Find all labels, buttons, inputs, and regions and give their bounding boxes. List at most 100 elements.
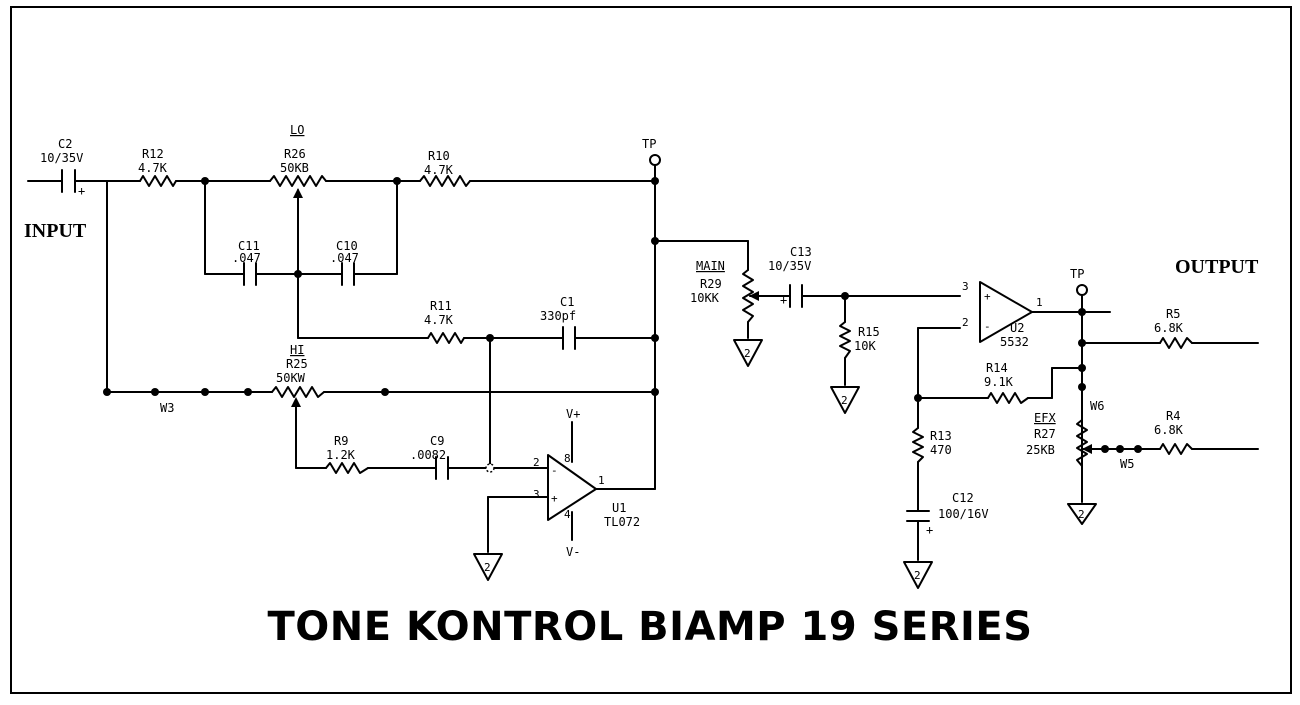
r5-value: 6.8K — [1154, 321, 1184, 335]
u1-value: TL072 — [604, 515, 640, 529]
r26-body — [269, 175, 327, 187]
c1-ref: C1 — [560, 295, 574, 309]
c2-plus: + — [78, 184, 85, 198]
u1-pin-8: 8 — [564, 452, 571, 465]
r11-body — [427, 332, 465, 344]
c12-ref: C12 — [952, 491, 974, 505]
ground-u1 — [473, 553, 503, 581]
tp1-label: TP — [642, 137, 656, 151]
r25-body — [271, 386, 325, 398]
r25-ref: R25 — [286, 357, 308, 371]
c2-value: 10/35V — [40, 151, 83, 165]
capacitors — [61, 169, 930, 522]
ground-r27-mark: 2 — [1078, 508, 1085, 521]
r13-ref: R13 — [930, 429, 952, 443]
r27-body — [1076, 419, 1088, 467]
test-points — [649, 154, 1088, 296]
c1-value: 330pf — [540, 309, 576, 323]
r29-value: 10KK — [690, 291, 720, 305]
u1-pin-out: 1 — [598, 474, 605, 487]
u2-pin-minus: 2 — [962, 316, 969, 329]
r25-wiper — [291, 397, 301, 407]
u1-body — [547, 454, 597, 521]
r10-ref: R10 — [428, 149, 450, 163]
c13-plus: + — [780, 293, 787, 307]
u1-pin-plus: 3 — [533, 488, 540, 501]
opamps — [547, 281, 1033, 521]
wires — [27, 162, 1259, 561]
r9-body — [325, 462, 369, 474]
c9-ref: C9 — [430, 434, 444, 448]
r5-body — [1159, 337, 1193, 349]
ground-c12 — [903, 561, 933, 589]
c2-ref: C2 — [58, 137, 72, 151]
ground-r29-mark: 2 — [744, 347, 751, 360]
r26-value: 50KB — [280, 161, 309, 175]
u2-value: 5532 — [1000, 335, 1029, 349]
efx-label: EFX — [1034, 411, 1056, 425]
tp2-circle — [1076, 284, 1088, 296]
u1-pin-4: 4 — [564, 508, 571, 521]
r10-value: 4.7K — [424, 163, 454, 177]
u1-ref: U1 — [612, 501, 626, 515]
r26-wiper — [293, 188, 303, 198]
r27-wiper — [1082, 444, 1092, 454]
vminus-label: V- — [566, 545, 580, 559]
lo-label: LO — [290, 123, 304, 137]
r12-ref: R12 — [142, 147, 164, 161]
tp1-circle — [649, 154, 661, 166]
c12-value: 100/16V — [938, 507, 989, 521]
u1-sign-minus: - — [551, 464, 558, 477]
ground-r15-mark: 2 — [841, 394, 848, 407]
pot-wipers — [291, 188, 1093, 454]
r9-value: 1.2K — [326, 448, 356, 462]
r4-ref: R4 — [1166, 409, 1180, 423]
r27-value: 25KB — [1026, 443, 1055, 457]
ground-r15 — [830, 386, 860, 414]
r11-value: 4.7K — [424, 313, 454, 327]
r11-ref: R11 — [430, 299, 452, 313]
r14-body — [987, 392, 1029, 404]
ground-u1-mark: 2 — [484, 561, 491, 574]
r12-body — [139, 175, 177, 187]
ground-r27 — [1067, 503, 1097, 525]
u2-sign-plus: + — [984, 290, 991, 303]
c13-value: 10/35V — [768, 259, 811, 273]
r25-value: 50KW — [276, 371, 306, 385]
u2-pin-plus: 3 — [962, 280, 969, 293]
c10-ref: C10 — [336, 239, 358, 253]
r10-body — [419, 175, 471, 187]
u2-pin-out: 1 — [1036, 296, 1043, 309]
ground-c12-mark: 2 — [914, 569, 921, 582]
c11-value: .047 — [232, 251, 261, 265]
r13-value: 470 — [930, 443, 952, 457]
resistors — [139, 175, 1193, 474]
r4-body — [1159, 443, 1193, 455]
main-label: MAIN — [696, 259, 725, 273]
w5-label: W5 — [1120, 457, 1134, 471]
junctions — [103, 177, 1142, 473]
r15-value: 10K — [854, 339, 876, 353]
hi-label: HI — [290, 343, 304, 357]
output-label: OUTPUT — [1175, 256, 1259, 278]
w3-label: W3 — [160, 401, 174, 415]
r13-body — [912, 427, 924, 463]
r9-ref: R9 — [334, 434, 348, 448]
w6-label: W6 — [1090, 399, 1104, 413]
c12-plus: + — [926, 523, 933, 537]
r14-value: 9.1K — [984, 375, 1014, 389]
u2-sign-minus: - — [984, 320, 991, 333]
r27-ref: R27 — [1034, 427, 1056, 441]
tp2-label: TP — [1070, 267, 1084, 281]
r5-ref: R5 — [1166, 307, 1180, 321]
r29-body — [742, 269, 754, 323]
r29-ref: R29 — [700, 277, 722, 291]
labels: INPUT OUTPUT C2 10/35V + R12 4.7K LO R26… — [24, 123, 1259, 582]
c11-ref: C11 — [238, 239, 260, 253]
u1-sign-plus: + — [551, 492, 558, 505]
r14-ref: R14 — [986, 361, 1008, 375]
r15-body — [839, 321, 851, 359]
r26-ref: R26 — [284, 147, 306, 161]
u1-pin-minus: 2 — [533, 456, 540, 469]
